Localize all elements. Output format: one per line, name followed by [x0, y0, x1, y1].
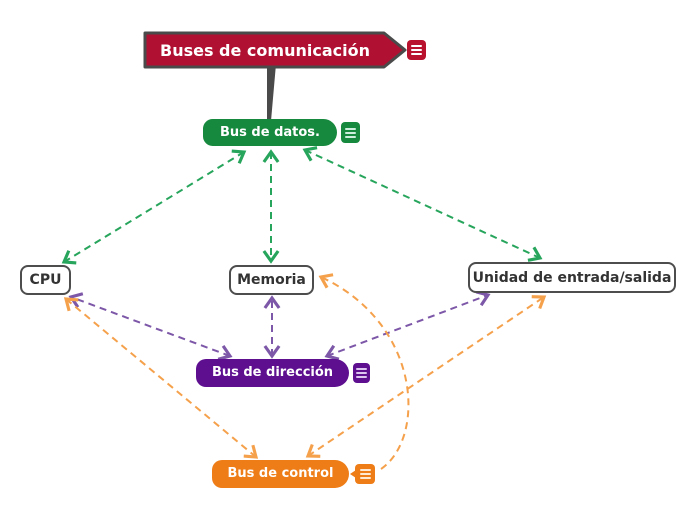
node-bus-direccion[interactable]: Bus de dirección: [196, 359, 349, 387]
node-cpu[interactable]: CPU: [20, 265, 71, 295]
trunk-connector: [267, 64, 276, 121]
bus-datos-notes-icon[interactable]: [341, 122, 360, 143]
bus-control-notes-icon[interactable]: [350, 464, 375, 484]
node-bus-control[interactable]: Bus de control: [212, 460, 349, 488]
root-topic-shape[interactable]: [143, 31, 407, 69]
root-topic-label[interactable]: Buses de comunicación: [160, 40, 370, 60]
edge-control-memoria-curve: [318, 273, 410, 470]
edge-control-cpu: [63, 297, 259, 459]
bus-direccion-notes-icon[interactable]: [353, 363, 370, 383]
edge-datos-cpu: [61, 149, 247, 265]
node-cpu-label: CPU: [29, 272, 62, 288]
edge-direccion-unidad: [324, 290, 491, 361]
edge-datos-unidad: [302, 146, 543, 262]
node-memoria[interactable]: Memoria: [229, 265, 314, 295]
node-bus-control-label: Bus de control: [227, 466, 334, 481]
node-bus-datos[interactable]: Bus de datos.: [203, 119, 337, 146]
node-bus-direccion-label: Bus de dirección: [211, 365, 334, 380]
node-unidad-label: Unidad de entrada/salida: [472, 269, 672, 286]
node-bus-datos-label: Bus de datos.: [220, 124, 320, 140]
root-notes-icon[interactable]: [407, 40, 426, 60]
node-unidad[interactable]: Unidad de entrada/salida: [468, 262, 676, 293]
edge-direccion-cpu: [68, 292, 233, 361]
node-memoria-label: Memoria: [237, 272, 306, 288]
